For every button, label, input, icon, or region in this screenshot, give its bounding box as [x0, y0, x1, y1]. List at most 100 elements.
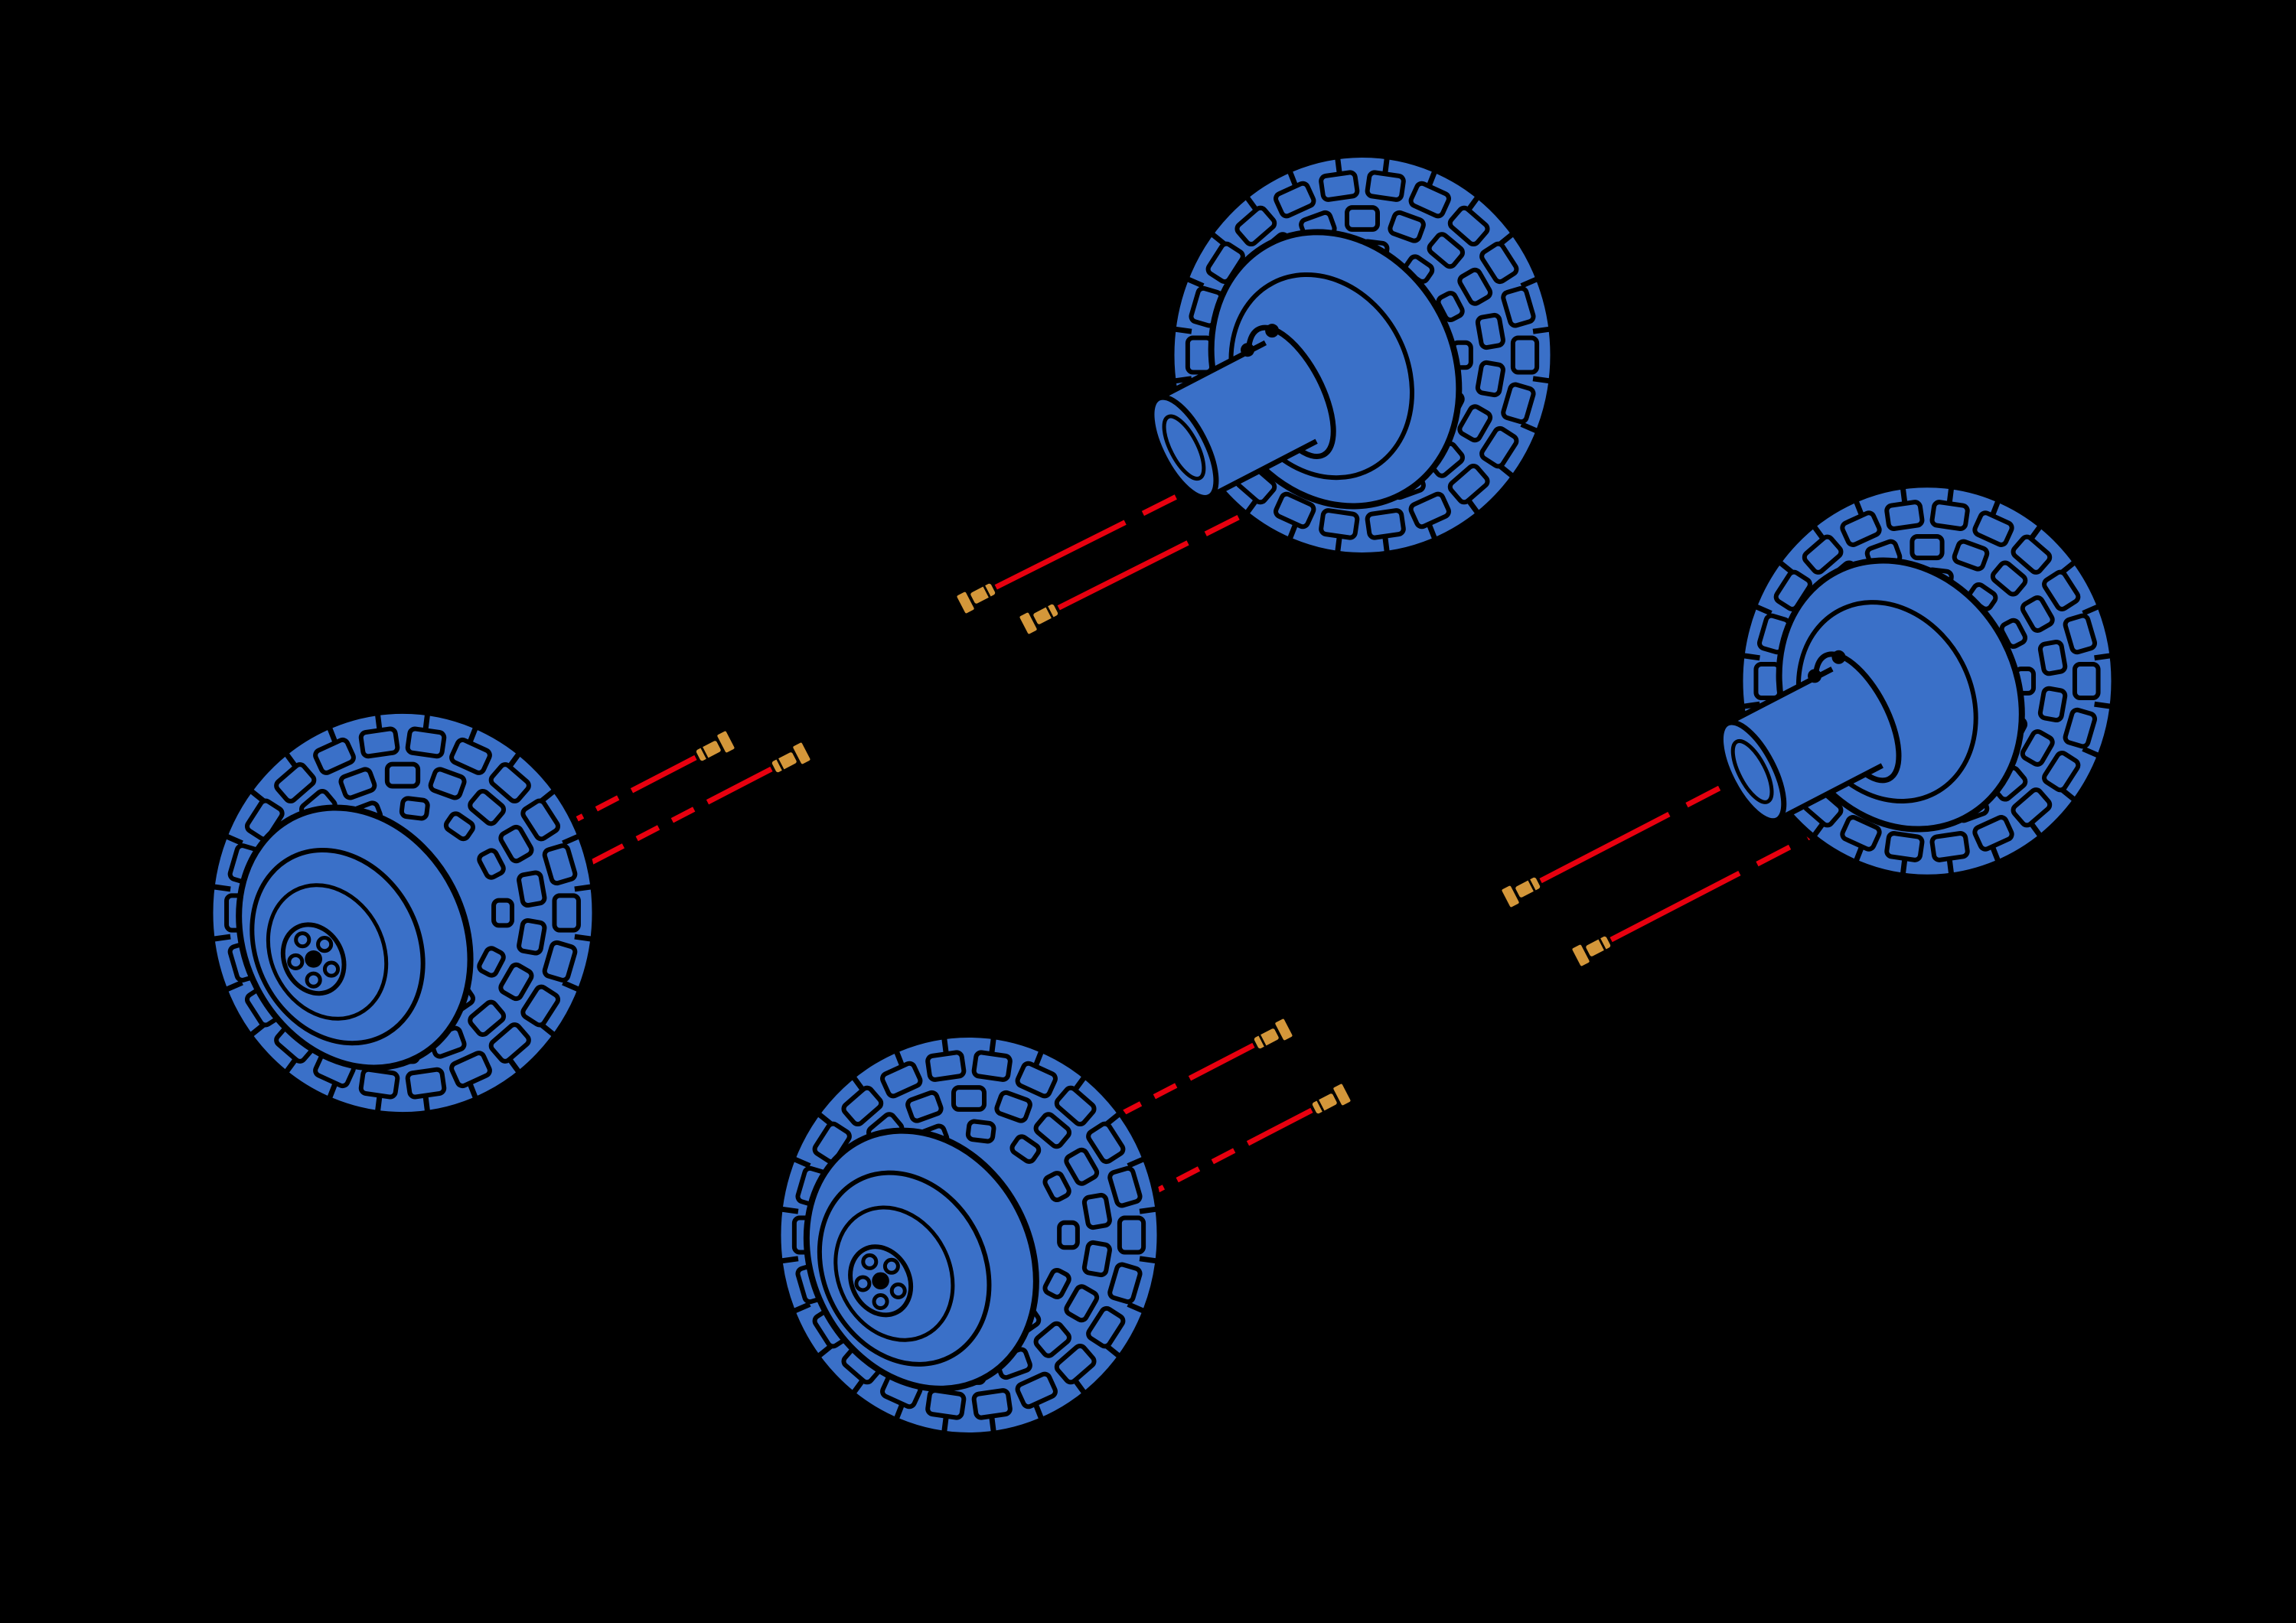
- screw-thread-line: [983, 585, 992, 598]
- hub-bolt-1: [854, 1275, 872, 1292]
- tread-knob: [1427, 232, 1465, 269]
- axis-line-6-wheel-left: [584, 757, 791, 869]
- tread-edge-notch: [1127, 1302, 1146, 1315]
- tread-knob: [1319, 508, 1360, 540]
- tread-knob: [1501, 285, 1536, 328]
- tread-knob: [443, 811, 475, 842]
- tread-knob: [1972, 815, 2014, 852]
- tread-knob: [477, 848, 506, 880]
- tread-edge-notch: [211, 934, 231, 942]
- tread-knob: [1884, 831, 1925, 862]
- tread-knob: [1086, 1121, 1126, 1165]
- tread-knob: [1510, 335, 1540, 375]
- wheel-right: [1717, 481, 2118, 882]
- tread-knob: [488, 762, 531, 803]
- tread-edge-notch: [2094, 701, 2113, 709]
- hub-bolt-4: [322, 960, 341, 978]
- rim-dish-inner: [833, 1205, 955, 1342]
- tread-knob: [520, 798, 561, 842]
- axis-line-3-wheel-right: [1521, 757, 1776, 893]
- tread-knob: [2020, 729, 2055, 767]
- tread-edge-notch: [2094, 653, 2113, 661]
- hub-end-cap-ring: [1730, 738, 1774, 804]
- tread-knob: [1884, 500, 1925, 531]
- tread-knob: [1054, 1343, 1097, 1385]
- tread-knob: [1972, 510, 2014, 547]
- tread-knob: [1042, 1267, 1071, 1299]
- axle-hole: [305, 950, 323, 968]
- tread-edge-notch: [1139, 1206, 1159, 1214]
- wheel-left: [206, 706, 599, 1119]
- screw-head: [714, 728, 738, 756]
- tread-knob: [841, 1085, 884, 1127]
- wheel-top-center: [1149, 151, 1557, 559]
- hub-end-cap-ring: [1162, 414, 1206, 481]
- tread-knob: [449, 1051, 492, 1089]
- hub-cylinder-edge-bottom: [1208, 438, 1318, 500]
- screw-thread-line: [700, 746, 709, 760]
- screw-thread-line: [1045, 605, 1055, 619]
- tread-edge-notch: [562, 833, 582, 846]
- tread-knob: [1447, 463, 1490, 505]
- hub-bolt-3: [882, 1257, 900, 1275]
- tread-knob: [1064, 1147, 1100, 1186]
- tread-edge-notch: [574, 934, 594, 942]
- tread-knob: [1910, 533, 1945, 561]
- screw-thread-line: [1257, 1034, 1267, 1048]
- screw-head: [1016, 609, 1040, 637]
- tread-edge-notch: [1741, 653, 1760, 661]
- axle-screw-6: [768, 739, 814, 776]
- tread-knob: [2042, 751, 2081, 793]
- tread-knob: [1107, 1262, 1143, 1305]
- axle-hole: [872, 1272, 889, 1290]
- axis-line-1-wheel-top-center: [977, 468, 1228, 599]
- tread-knob: [1081, 1240, 1112, 1278]
- tread-knob: [1952, 539, 1990, 572]
- tread-edge-notch: [2082, 603, 2101, 616]
- tread-knob: [1054, 1085, 1097, 1127]
- axis-line-4-wheel-right: [1592, 816, 1846, 952]
- tread-knob: [925, 1050, 967, 1082]
- tread-knob: [1042, 1171, 1071, 1203]
- tread-knob: [1274, 181, 1316, 219]
- tread-knob: [971, 1050, 1013, 1082]
- axis-line-8-wheel-bottom-center: [1124, 1098, 1331, 1210]
- tread-knob: [358, 1067, 400, 1100]
- tread-knob: [542, 843, 578, 886]
- tread-knob: [313, 737, 356, 775]
- tread-knob: [542, 940, 578, 983]
- tread-knob: [384, 761, 421, 789]
- tread-knob: [2011, 787, 2053, 828]
- tread-knob: [491, 898, 515, 928]
- tread-knob: [405, 1067, 447, 1100]
- tread-knob: [2020, 595, 2055, 633]
- screw-head: [1272, 1015, 1296, 1044]
- tread-edge-notch: [223, 979, 243, 992]
- tread-knob: [1274, 491, 1316, 530]
- tread-knob: [552, 893, 581, 933]
- tread-knob: [1081, 1192, 1112, 1230]
- tread-knob: [338, 767, 377, 800]
- tread-edge-notch: [779, 1206, 799, 1214]
- axle-screw-5: [693, 728, 738, 764]
- tread-knob: [1457, 404, 1493, 443]
- tread-knob: [1447, 205, 1490, 247]
- tread-knob: [1840, 815, 1882, 852]
- tread-edge-notch: [1532, 376, 1552, 384]
- tread-knob: [2063, 613, 2098, 655]
- axle-screw-2: [1016, 601, 1062, 637]
- axle-screws: [693, 580, 1614, 1117]
- hub-bolt-1: [287, 953, 305, 971]
- tread-edge-notch: [2082, 746, 2101, 759]
- tread-knob: [1990, 560, 2028, 597]
- hub-bolt-2: [861, 1253, 879, 1270]
- tread-knob: [994, 1090, 1032, 1123]
- tread-knob: [1009, 1134, 1042, 1164]
- tread-knob: [925, 1388, 967, 1420]
- screw-thread-line: [1528, 878, 1537, 892]
- tread-knob: [1929, 831, 1970, 862]
- tread-knob: [1033, 1112, 1071, 1149]
- tread-knob: [1319, 170, 1360, 202]
- screw-head: [954, 588, 977, 617]
